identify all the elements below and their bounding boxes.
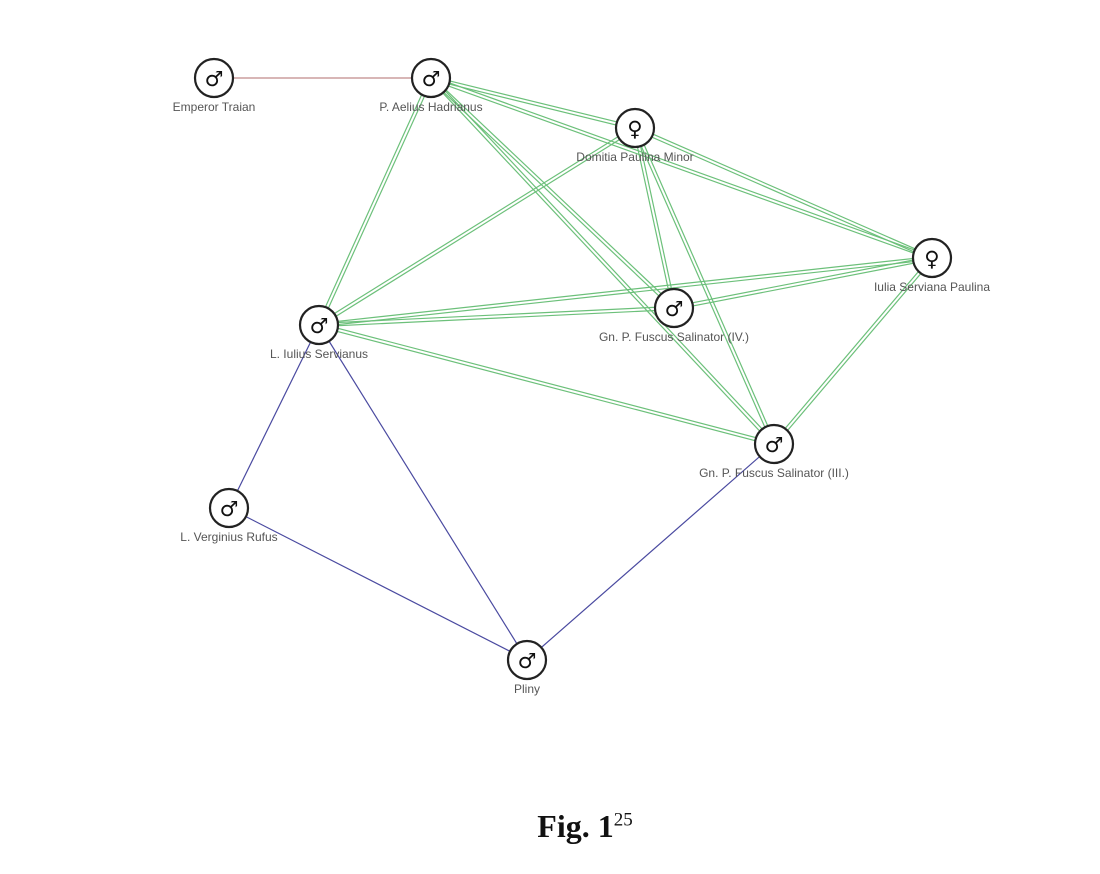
edge-servianus-fuscus4-1 <box>318 305 674 325</box>
edge-hadrianus-domitia-1 <box>431 75 636 128</box>
edge-iulia-fuscus4-1 <box>674 258 933 311</box>
node-pliny[interactable]: ♂ Pliny <box>506 639 548 696</box>
edge-hadrianus-servianus-1 <box>319 78 434 326</box>
node-verginius[interactable]: ♂ L. Verginius Rufus <box>180 487 278 544</box>
edge-domitia-fuscus3-1 <box>635 127 777 444</box>
edge-iulia-fuscus3-2 <box>772 256 932 444</box>
node-label: Gn. P. Fuscus Salinator (III.) <box>699 466 849 480</box>
edge-servianus-fuscus4-2 <box>319 308 675 328</box>
female-symbol-icon: ♀ <box>627 117 642 141</box>
edge-domitia-servianus-1 <box>319 128 637 327</box>
node-circle <box>298 304 340 346</box>
male-symbol-icon: ♂ <box>220 497 239 521</box>
node-label: Pliny <box>514 682 540 696</box>
node-label: Iulia Serviana Paulina <box>874 280 990 294</box>
edge-iulia-servianus-2 <box>318 255 932 325</box>
node-iulia[interactable]: ♀ Iulia Serviana Paulina <box>874 237 990 294</box>
edge-servianus-fuscus3-2 <box>318 325 774 447</box>
edge-servianus-fuscus3-1 <box>319 322 775 444</box>
node-label: L. Iulius Servianus <box>270 347 368 361</box>
male-symbol-icon: ♂ <box>422 67 441 91</box>
edge-iulia-fuscus3-1 <box>774 258 934 446</box>
node-circle <box>208 487 250 529</box>
figure-caption-footnote: 25 <box>613 809 633 831</box>
edge-domitia-fuscus4-1 <box>635 127 677 308</box>
female-symbol-icon: ♀ <box>924 247 939 271</box>
male-symbol-icon: ♂ <box>205 67 224 91</box>
edge-domitia-fuscus3-2 <box>632 128 774 445</box>
node-servianus[interactable]: ♂ L. Iulius Servianus <box>270 304 368 361</box>
edge-fuscus3-pliny <box>526 443 775 661</box>
male-symbol-icon: ♂ <box>765 433 784 457</box>
node-fuscus3[interactable]: ♂ Gn. P. Fuscus Salinator (III.) <box>699 423 849 480</box>
edge-domitia-iulia-1 <box>635 125 933 258</box>
node-circle <box>653 287 695 329</box>
edge-servianus-pliny <box>318 324 528 661</box>
node-domitia[interactable]: ♀ Domitia Paulina Minor <box>576 107 694 164</box>
male-symbol-icon: ♂ <box>665 297 684 321</box>
edge-hadrianus-fuscus3-2 <box>429 78 774 446</box>
node-circle <box>911 237 953 279</box>
node-label: Emperor Traian <box>173 100 256 114</box>
edge-hadrianus-iulia-2 <box>430 78 932 261</box>
edge-iulia-fuscus4-2 <box>673 255 932 308</box>
edge-hadrianus-servianus-2 <box>316 77 431 325</box>
edge-domitia-iulia-2 <box>634 128 932 261</box>
node-label: Domitia Paulina Minor <box>576 150 693 164</box>
edge-domitia-fuscus4-2 <box>632 128 674 309</box>
male-symbol-icon: ♂ <box>310 314 329 338</box>
edge-iulia-servianus-1 <box>319 258 933 328</box>
node-label: P. Aelius Hadrianus <box>379 100 482 114</box>
node-fuscus4[interactable]: ♂ Gn. P. Fuscus Salinator (IV.) <box>599 287 749 344</box>
edge-hadrianus-fuscus3-1 <box>431 76 776 444</box>
node-circle <box>753 423 795 465</box>
edges-layer <box>214 75 934 661</box>
node-circle <box>614 107 656 149</box>
edge-servianus-verginius <box>228 324 320 509</box>
node-traian[interactable]: ♂ Emperor Traian <box>173 57 256 114</box>
node-circle <box>410 57 452 99</box>
figure-caption: Fig. 125 <box>0 808 1100 845</box>
node-hadrianus[interactable]: ♂ P. Aelius Hadrianus <box>379 57 483 114</box>
node-circle <box>506 639 548 681</box>
edge-hadrianus-fuscus4-1 <box>431 76 676 308</box>
edge-domitia-servianus-2 <box>317 126 635 325</box>
edge-hadrianus-iulia-1 <box>431 75 933 258</box>
nodes-layer: ♂ Emperor Traian ♂ P. Aelius Hadrianus ♀ Domi… <box>173 57 990 696</box>
node-label: L. Verginius Rufus <box>180 530 277 544</box>
node-label: Gn. P. Fuscus Salinator (IV.) <box>599 330 749 344</box>
figure-caption-text: Fig. 1 <box>537 808 614 844</box>
edge-verginius-pliny <box>228 507 528 661</box>
male-symbol-icon: ♂ <box>518 649 537 673</box>
node-circle <box>193 57 235 99</box>
